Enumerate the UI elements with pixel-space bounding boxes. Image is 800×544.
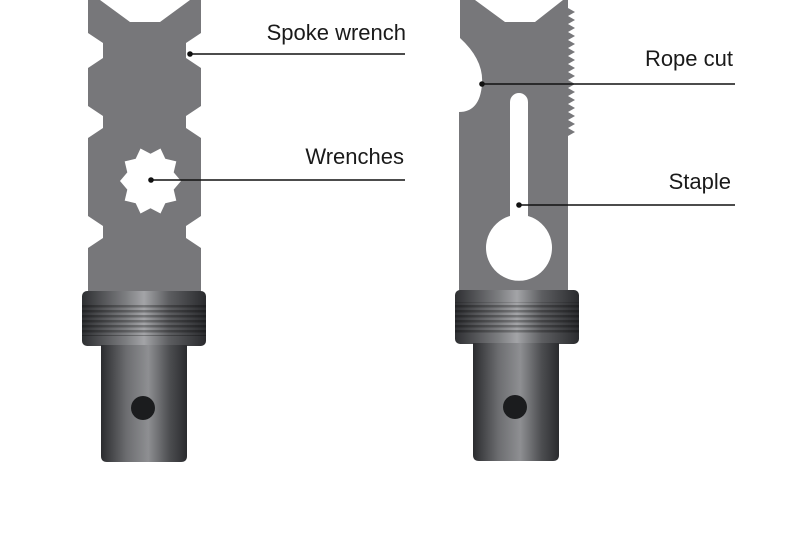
label-staple: Staple bbox=[668, 169, 731, 194]
staple-slot-cutout bbox=[486, 93, 553, 281]
left-collar-threads bbox=[82, 303, 206, 336]
leader-dot-rope-cut bbox=[479, 81, 485, 87]
leader-dot-spoke-wrench bbox=[187, 51, 193, 57]
right-tool bbox=[455, 0, 579, 461]
leader-dot-wrenches bbox=[148, 177, 154, 183]
left-pin-hole bbox=[131, 396, 155, 420]
left-tool bbox=[82, 0, 206, 462]
label-spoke-wrench: Spoke wrench bbox=[266, 20, 406, 45]
leader-lines bbox=[148, 51, 735, 208]
label-wrenches: Wrenches bbox=[305, 144, 404, 169]
leader-dot-staple bbox=[516, 202, 522, 208]
right-collar-threads bbox=[455, 302, 579, 334]
right-pin-hole bbox=[503, 395, 527, 419]
left-blade bbox=[88, 0, 201, 292]
label-rope-cut: Rope cut bbox=[644, 46, 733, 71]
